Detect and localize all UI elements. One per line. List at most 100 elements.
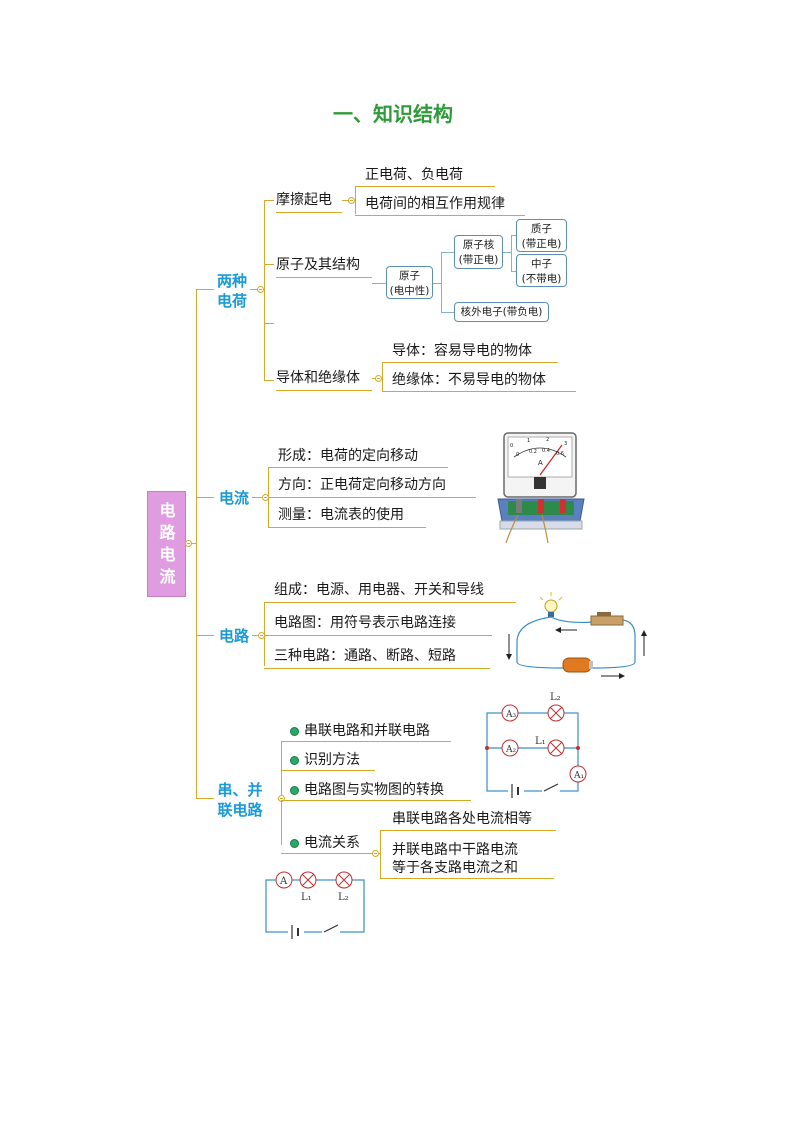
section-label-current: 电流 bbox=[218, 489, 249, 507]
atom-box: 原子(电中性) bbox=[386, 266, 433, 299]
circuit-item-1: 组成：电源、用电器、开关和导线 bbox=[274, 582, 484, 598]
atom-label: 原子及其结构 bbox=[276, 257, 360, 273]
atom-to-nucleus bbox=[441, 252, 454, 253]
series-item-2-underline bbox=[281, 770, 375, 771]
section-label-circuit: 电路 bbox=[218, 627, 249, 645]
trunk-knot bbox=[185, 540, 192, 547]
meter-scale-1: 0.2 bbox=[529, 449, 537, 455]
trunk-branch-charges bbox=[196, 289, 214, 290]
conductor-item-1: 导体：容易导电的物体 bbox=[392, 343, 532, 359]
series-bullet-1 bbox=[290, 727, 299, 736]
relation-item-1-underline bbox=[380, 830, 556, 831]
main-trunk-line bbox=[196, 289, 197, 799]
current-item-1-underline bbox=[268, 467, 448, 468]
series-item-2: 识别方法 bbox=[304, 752, 360, 768]
neutron-box: 中子(不带电) bbox=[516, 254, 567, 287]
proton-box: 质子(带正电) bbox=[516, 219, 567, 252]
meter-scale-0: 0 bbox=[516, 452, 519, 458]
relation-item-2-underline bbox=[380, 878, 554, 879]
charges-knot bbox=[257, 286, 264, 293]
circuit-item-2: 电路图：用符号表示电路连接 bbox=[274, 615, 456, 631]
fig-l2-label: L₂ bbox=[550, 692, 561, 703]
charges-tick-conductor bbox=[264, 380, 274, 381]
series-item-3: 电路图与实物图的转换 bbox=[304, 782, 444, 798]
circuit-illustration bbox=[506, 592, 647, 679]
friction-item-1: 正电荷、负电荷 bbox=[365, 167, 463, 183]
current-item-2-underline bbox=[268, 497, 476, 498]
friction-item-2: 电荷间的相互作用规律 bbox=[365, 196, 505, 212]
atom-split-line bbox=[441, 252, 442, 312]
series-bullet-2 bbox=[290, 756, 299, 765]
proton-box-text: 质子(带正电) bbox=[521, 223, 562, 250]
electron-box-text: 核外电子(带负电) bbox=[460, 306, 543, 318]
root-node: 电路电流 bbox=[147, 491, 186, 597]
series-item-1-underline bbox=[281, 741, 451, 742]
meter-scale-2: 0.4 bbox=[542, 448, 550, 454]
section-label-series: 串、并联电路 bbox=[217, 781, 263, 819]
trunk-branch-series bbox=[196, 798, 214, 799]
fig-l1-label: L₁ bbox=[535, 736, 546, 747]
conductor-knot bbox=[375, 375, 382, 382]
friction-item-2-underline bbox=[355, 215, 525, 216]
friction-item-1-underline bbox=[355, 186, 495, 187]
meter-scale-outer-0: 0 bbox=[510, 443, 513, 449]
nucleus-box: 原子核(带正电) bbox=[454, 235, 503, 269]
parallel-circuit-diagram: A₃ L₂ A₂ L₁ A₁ bbox=[485, 692, 587, 798]
friction-knot bbox=[348, 197, 355, 204]
charges-tick-atom bbox=[264, 264, 274, 265]
series-bullet-3 bbox=[290, 786, 299, 795]
trunk-branch-circuit bbox=[196, 635, 214, 636]
series-bullet-4 bbox=[290, 839, 299, 848]
conductor-item-2: 绝缘体：不易导电的物体 bbox=[392, 372, 546, 388]
series-fig-l1-label: L₁ bbox=[301, 892, 312, 903]
series-item-4-underline bbox=[281, 853, 369, 854]
current-connector bbox=[252, 497, 268, 498]
relation-item-1: 串联电路各处电流相等 bbox=[392, 811, 532, 827]
atom-out-line bbox=[433, 283, 441, 284]
section-label-charges: 两种电荷 bbox=[216, 272, 247, 310]
circuit-item-2-underline bbox=[264, 635, 492, 636]
meter-scale-outer-1: 1 bbox=[527, 438, 530, 444]
nucleus-out-line bbox=[503, 252, 511, 253]
ammeter-illustration: 0 1 2 3 0 0.2 0.4 0.6 A bbox=[497, 432, 585, 544]
series-circuit-diagram: A L₁ L₂ bbox=[265, 871, 365, 939]
circuit-branch-line bbox=[264, 602, 265, 666]
atom-connector bbox=[372, 283, 386, 284]
relation-branch-line bbox=[380, 830, 381, 878]
circuit-item-3: 三种电路：通路、断路、短路 bbox=[274, 648, 456, 664]
nucleus-box-text: 原子核(带正电) bbox=[458, 239, 499, 266]
nucleus-split-line bbox=[511, 235, 512, 271]
nucleus-to-proton bbox=[511, 235, 516, 236]
conductor-branch-line bbox=[382, 362, 383, 392]
relation-knot bbox=[372, 850, 379, 857]
conductor-item-2-underline bbox=[382, 391, 576, 392]
friction-label: 摩擦起电 bbox=[276, 192, 332, 208]
neutron-box-text: 中子(不带电) bbox=[521, 258, 562, 285]
meter-unit: A bbox=[538, 459, 543, 467]
friction-underline bbox=[276, 212, 342, 213]
current-item-1: 形成：电荷的定向移动 bbox=[278, 448, 418, 464]
trunk-branch-current bbox=[196, 497, 214, 498]
atom-underline bbox=[276, 277, 372, 278]
series-fig-a-label: A bbox=[279, 876, 288, 887]
conductor-label: 导体和绝缘体 bbox=[276, 370, 360, 386]
conductor-underline bbox=[276, 390, 372, 391]
electron-box: 核外电子(带负电) bbox=[454, 302, 549, 322]
charges-tick-mid bbox=[264, 323, 274, 324]
root-label: 电路电流 bbox=[159, 501, 176, 586]
relation-item-2: 并联电路中干路电流 等于各支路电流之和 bbox=[392, 842, 518, 876]
friction-branch-line bbox=[355, 186, 356, 214]
page-title: 一、知识结构 bbox=[333, 102, 453, 126]
series-branch-line bbox=[281, 741, 282, 845]
atom-box-text: 原子(电中性) bbox=[389, 270, 430, 297]
series-item-4: 电流关系 bbox=[304, 835, 360, 851]
charges-branch-line bbox=[264, 200, 265, 380]
circuit-item-1-underline bbox=[264, 602, 516, 603]
circuit-item-3-underline bbox=[264, 668, 490, 669]
meter-scale-outer-2: 2 bbox=[546, 437, 549, 443]
conductor-item-1-underline bbox=[382, 362, 558, 363]
meter-scale-3: 0.6 bbox=[556, 451, 564, 457]
current-item-2: 方向：正电荷定向移动方向 bbox=[278, 477, 446, 493]
current-item-3: 测量：电流表的使用 bbox=[278, 507, 404, 523]
